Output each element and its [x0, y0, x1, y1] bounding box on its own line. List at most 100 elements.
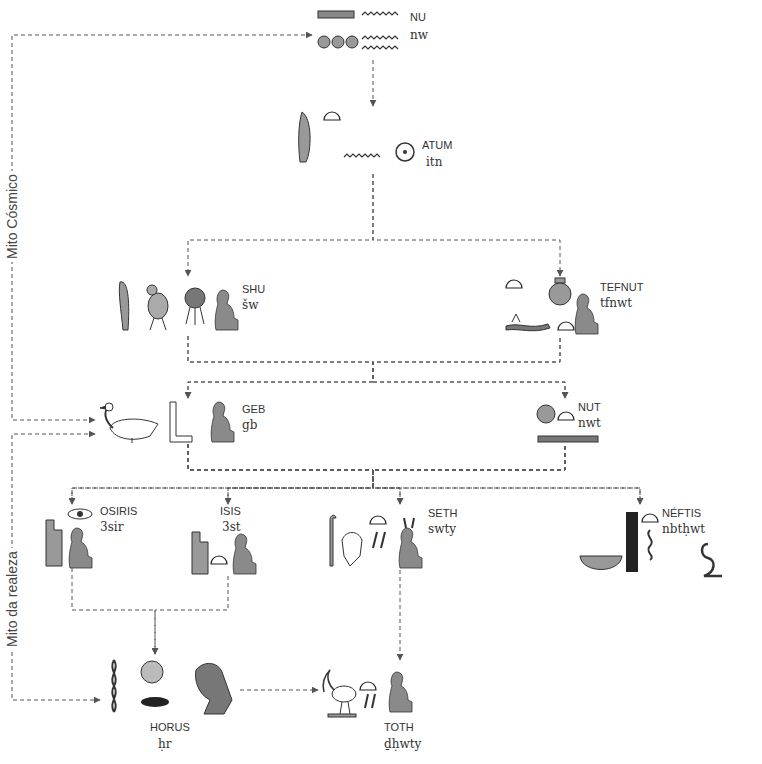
transliteration: tfnwt — [600, 296, 632, 311]
transliteration: gb — [242, 418, 257, 433]
glyph-part — [141, 697, 169, 707]
god-name: NUT — [578, 400, 601, 415]
god-name: HORUS — [150, 720, 190, 735]
glyph-part — [626, 512, 638, 572]
god-name: GEB — [242, 402, 265, 417]
glyph-part — [318, 11, 354, 18]
glyph-part — [162, 318, 166, 330]
glyph-part — [389, 672, 412, 712]
god-name: TOTH — [384, 720, 414, 735]
transliteration: ḥr — [158, 737, 171, 752]
glyph-part — [332, 686, 356, 702]
transliteration: nw — [410, 28, 428, 43]
glyph-part — [119, 282, 128, 330]
glyph-part — [381, 532, 385, 548]
transliteration: nwt — [578, 416, 601, 431]
glyph-part — [77, 511, 83, 517]
neftis-glyphs — [580, 512, 722, 576]
osiris-glyphs — [46, 509, 92, 568]
god-node: NÉFTISnbtḥwt — [572, 504, 737, 580]
transliteration: itn — [426, 155, 442, 170]
god-name: TEFNUT — [600, 280, 643, 295]
lineage-arrow — [373, 446, 565, 504]
god-node: ATUM itn — [296, 106, 468, 174]
glyph-part — [648, 530, 651, 560]
glyph-part — [642, 514, 658, 522]
god-name: OSIRIS — [100, 504, 137, 519]
lineage-arrow — [188, 336, 565, 398]
glyph-part — [702, 544, 722, 576]
lineage-arrow — [400, 570, 401, 660]
glyph-part — [348, 702, 350, 714]
glyph-part — [328, 714, 356, 717]
lineage-arrow — [72, 446, 565, 504]
glyph-part — [150, 318, 154, 330]
glyph-part — [506, 324, 550, 331]
lineage-arrow — [228, 446, 565, 504]
glyph-part — [211, 556, 227, 564]
lineage-arrow — [72, 444, 373, 504]
glyph-part — [558, 412, 574, 420]
glyph-part — [196, 663, 232, 714]
god-name: ISIS — [220, 504, 241, 519]
lineage-arrow — [188, 444, 640, 504]
god-node: GEBgb — [95, 398, 285, 444]
seth-glyphs — [330, 515, 422, 568]
glyph-part — [575, 294, 598, 334]
glyph-part — [362, 46, 398, 49]
glyph-part — [318, 36, 330, 48]
lineage-arrow — [373, 174, 560, 276]
glyph-part — [186, 307, 190, 324]
glyph-part — [324, 112, 340, 120]
glyph-part — [538, 436, 598, 442]
glyph-part — [537, 405, 555, 423]
glyph-part — [340, 702, 342, 714]
glyph-part — [404, 518, 414, 528]
lineage-arrow — [188, 174, 373, 276]
glyph-part — [192, 532, 208, 574]
transliteration: šw — [242, 298, 258, 313]
god-node: SETHswty — [322, 504, 482, 570]
lineage-arrow — [155, 576, 228, 654]
transliteration: ḏḥwty — [384, 737, 421, 752]
lineage-arrow — [188, 444, 373, 504]
transliteration: swty — [428, 522, 456, 537]
glyph-part — [372, 694, 375, 708]
glyph-part — [396, 143, 414, 161]
glyph-part — [46, 520, 62, 566]
glyph-part — [233, 534, 256, 574]
glyph-part — [211, 402, 234, 442]
glyph-part — [330, 515, 336, 566]
god-node: NUTnwt — [532, 398, 622, 446]
glyph-part — [370, 516, 386, 524]
god-node: NU nw — [312, 6, 462, 60]
glyph-part — [362, 12, 398, 15]
god-node: HORUS ḥr — [100, 654, 240, 760]
glyph-part — [170, 402, 192, 442]
horus-glyphs — [112, 660, 232, 714]
glyph-part — [148, 293, 168, 319]
lineage-arrow — [240, 690, 318, 691]
glyph-part — [69, 528, 92, 568]
glyph-part — [110, 419, 158, 439]
lineage-arrow — [188, 338, 560, 398]
glyph-part — [555, 278, 565, 283]
glyph-part — [512, 314, 520, 322]
lineage-arrow — [12, 434, 100, 700]
glyph-part — [215, 290, 238, 330]
god-name: SETH — [428, 506, 457, 521]
geb-glyphs — [100, 402, 234, 443]
lineage-arrow — [373, 338, 565, 398]
glyph-part — [132, 438, 133, 443]
god-node: OSIRIS3sir — [42, 504, 167, 568]
god-name: NU — [410, 10, 426, 25]
god-name: ATUM — [422, 138, 452, 153]
god-node: TOTH ḏḥwty — [318, 660, 433, 760]
glyph-part — [100, 406, 106, 409]
glyph-part — [344, 154, 380, 157]
glyph-part — [185, 288, 205, 308]
glyph-part — [506, 280, 522, 288]
glyph-part — [147, 285, 157, 295]
